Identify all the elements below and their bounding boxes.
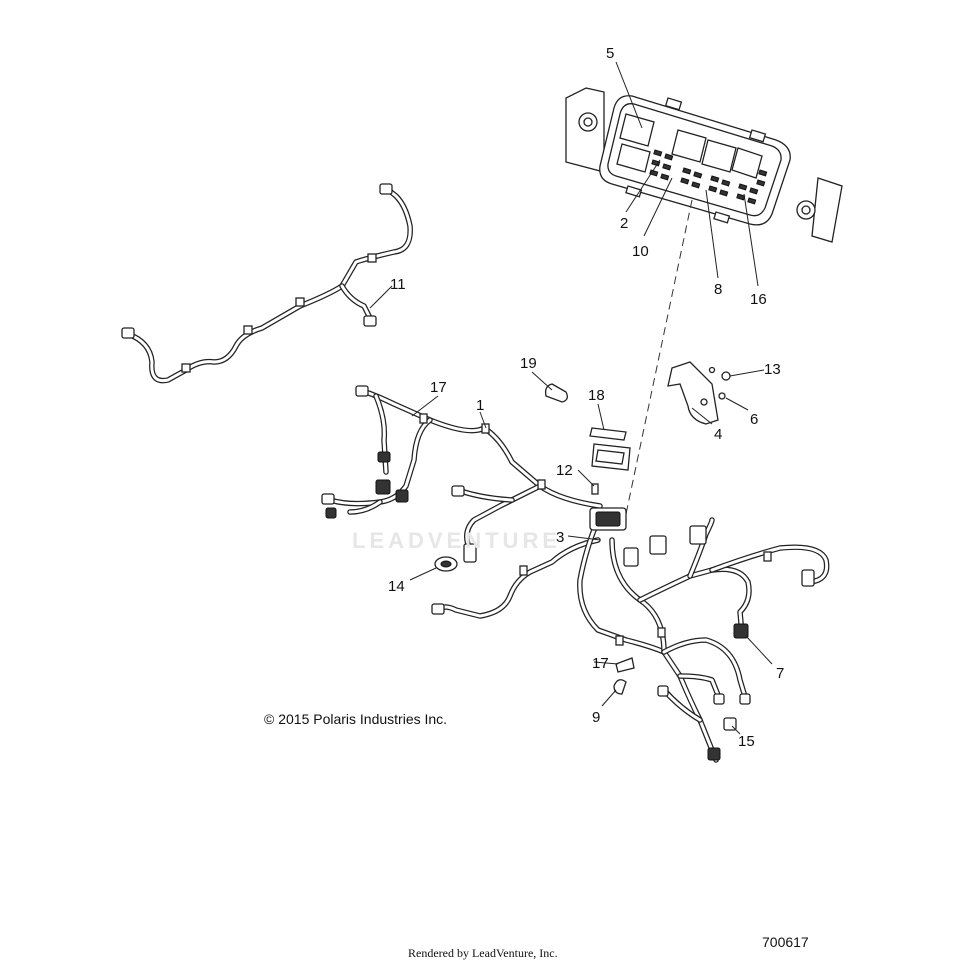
copyright-text: © 2015 Polaris Industries Inc. xyxy=(264,711,448,727)
drawing-number: 700617 xyxy=(762,934,809,950)
fuse-block-part xyxy=(591,443,631,471)
callout-2: 2 xyxy=(620,215,628,232)
part-9-clip xyxy=(613,679,627,695)
harness-11 xyxy=(121,183,413,384)
callout-13: 13 xyxy=(764,361,781,378)
callout-11: 11 xyxy=(390,276,406,293)
callout-10: 10 xyxy=(632,243,649,260)
leader-lines xyxy=(369,61,773,735)
callout-18: 18 xyxy=(588,387,605,404)
fuse-box xyxy=(565,87,843,243)
main-harness xyxy=(321,385,830,763)
callout-12: 12 xyxy=(556,462,573,479)
callout-6: 6 xyxy=(750,411,758,428)
part-17-clip-lower xyxy=(615,657,635,673)
part-4-bracket xyxy=(667,361,719,425)
callout-8: 8 xyxy=(714,281,722,298)
part-12-screw xyxy=(591,483,599,495)
callout-7: 7 xyxy=(776,665,784,682)
callout-9: 9 xyxy=(592,709,600,726)
callout-17: 17 xyxy=(430,379,447,396)
part-13-nut xyxy=(721,371,731,381)
part-6-screw xyxy=(718,392,726,400)
callout-1: 1 xyxy=(476,397,484,414)
callout-3: 3 xyxy=(556,529,564,546)
fuse-row xyxy=(649,149,768,205)
callout-15: 15 xyxy=(738,733,755,750)
callout-4: 4 xyxy=(714,426,722,443)
part-18-label xyxy=(589,427,627,441)
part-14-grommet xyxy=(434,556,458,572)
callout-14: 14 xyxy=(388,578,405,595)
assembly-line xyxy=(625,199,693,515)
watermark: LEADVENTURE xyxy=(352,528,562,553)
callout-5: 5 xyxy=(606,45,614,62)
callout-16: 16 xyxy=(750,291,767,308)
callout-19: 19 xyxy=(520,355,537,372)
callout-17-lower: 17 xyxy=(592,655,609,672)
footer-text: Rendered by LeadVenture, Inc. xyxy=(408,946,558,960)
